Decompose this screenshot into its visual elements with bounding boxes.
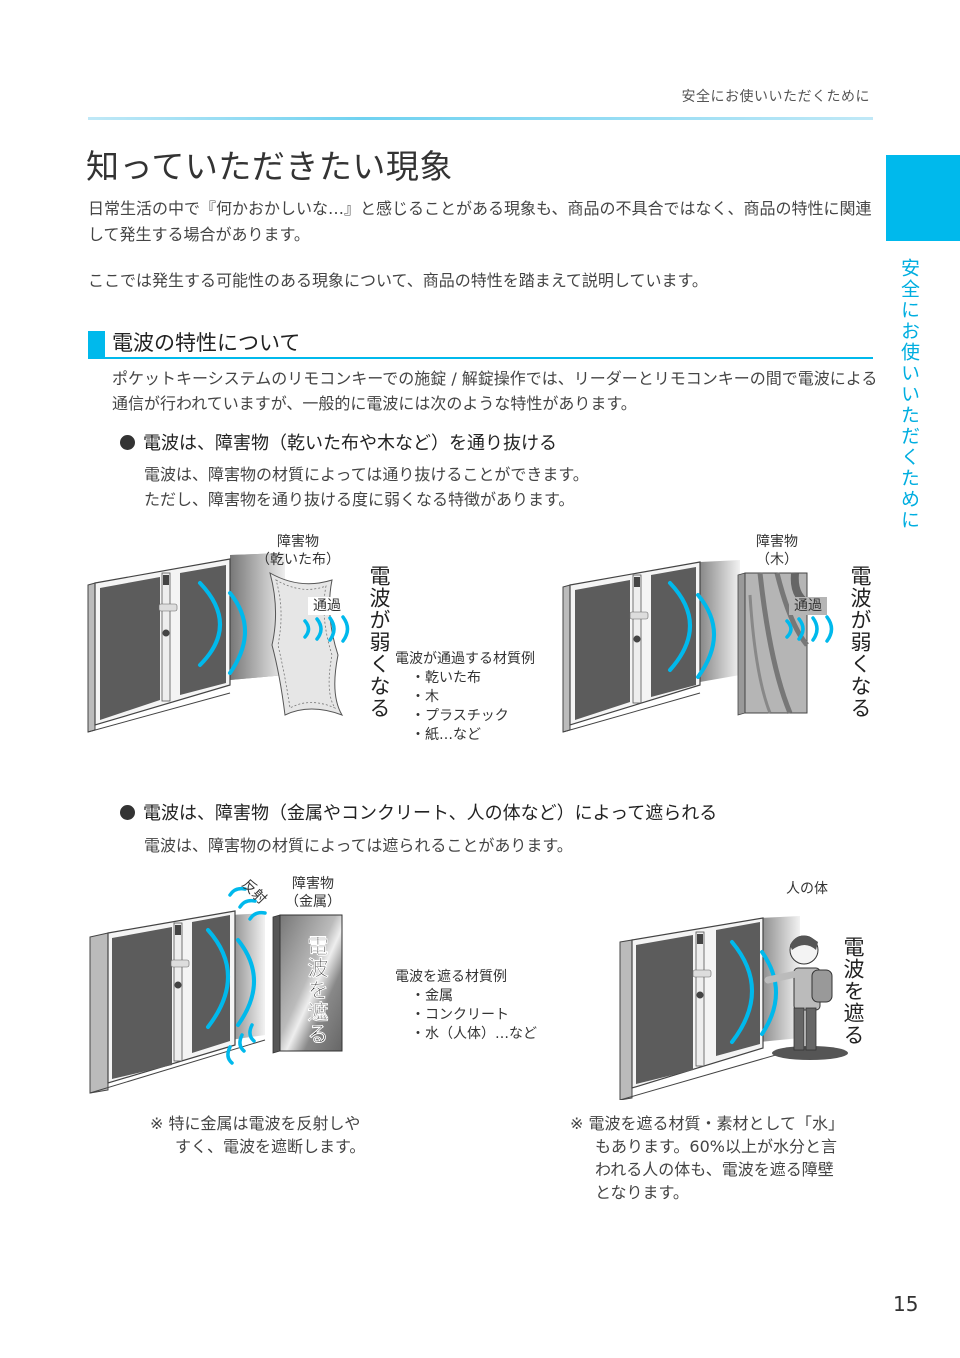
material-item: ・コンクリート <box>411 1007 509 1023</box>
bullet-icon <box>120 805 135 820</box>
section-heading: 電波の特性について <box>88 329 873 359</box>
point-1-text-2: ただし、障害物を通り抜ける度に弱くなる特徴があります。 <box>144 490 575 509</box>
obstacle-label: 障害物 <box>277 534 319 550</box>
obstacle-type: （金属） <box>285 894 341 910</box>
point-2-heading: 電波は、障害物（金属やコンクリート、人の体など）によって遮られる <box>120 799 717 825</box>
bullet-icon <box>120 435 135 450</box>
note-water: ※ 電波を遮る材質・素材として「水」 もあります。60%以上が水分と言 われる人… <box>570 1114 845 1202</box>
door-wood-illustration <box>562 560 834 733</box>
material-item: ・乾いた布 <box>411 670 481 686</box>
page-title: 知っていただきたい現象 <box>86 147 453 186</box>
obstacle-type: （乾いた布） <box>256 552 340 568</box>
door-person-illustration <box>619 916 848 1100</box>
pass-label: 通過 <box>789 597 827 615</box>
figure-cloth: 障害物 （乾いた布） 通過 電波が弱くなる <box>80 525 400 745</box>
point-1-text-1: 電波は、障害物の材質によっては通り抜けることができます。 <box>144 465 589 484</box>
obstacle-label: 障害物 <box>292 876 334 892</box>
result-label: 電波を遮る <box>305 935 329 1045</box>
result-label: 電波を遮る <box>841 936 865 1046</box>
result-label: 電波が弱くなる <box>848 565 872 719</box>
side-tab-label: 安全にお使いいただくために <box>898 258 920 531</box>
block-materials-list: 電波を遮る材質例 ・金属 ・コンクリート ・水（人体）…など <box>395 968 537 1044</box>
materials-title: 電波が通過する材質例 <box>395 651 535 667</box>
material-item: ・木 <box>411 689 439 705</box>
section-title: 電波の特性について <box>112 331 301 355</box>
result-label: 電波が弱くなる <box>367 565 391 719</box>
figure-human-body: 人の体 電波を遮る <box>600 870 880 1100</box>
side-tab-marker <box>886 155 960 241</box>
pass-materials-list: 電波が通過する材質例 ・乾いた布 ・木 ・プラスチック ・紙…など <box>395 650 535 745</box>
material-item: ・プラスチック <box>411 708 509 724</box>
page-number: 15 <box>893 1292 919 1316</box>
note-metal: ※ 特に金属は電波を反射しや すく、電波を遮断します。 <box>150 1114 366 1156</box>
material-item: ・金属 <box>411 988 453 1004</box>
door-metal-illustration <box>89 886 343 1094</box>
material-item: ・水（人体）…など <box>411 1026 537 1042</box>
figure-metal: 障害物 （金属） 反射 電波を遮る <box>80 865 380 1105</box>
materials-title: 電波を遮る材質例 <box>395 969 507 985</box>
door-cloth-illustration <box>87 553 350 733</box>
point-1-heading: 電波は、障害物（乾いた布や木など）を通り抜ける <box>120 429 557 455</box>
point-2-text-1: 電波は、障害物の材質によっては遮られることがあります。 <box>144 836 573 855</box>
figure-wood: 障害物 （木） 通過 電波が弱くなる <box>555 525 885 745</box>
obstacle-label: 人の体 <box>786 881 828 897</box>
intro-paragraph-2: ここでは発生する可能性のある現象について、商品の特性を踏まえて説明しています。 <box>88 271 708 290</box>
section-description: ポケットキーシステムのリモコンキーでの施錠 / 解錠操作では、リーダーとリモコン… <box>112 369 878 413</box>
intro-paragraph-1: 日常生活の中で『何かおかしいな…』と感じることがある現象も、商品の不具合ではなく… <box>88 199 872 244</box>
obstacle-label: 障害物 <box>756 534 798 550</box>
obstacle-type: （木） <box>756 552 798 568</box>
material-item: ・紙…など <box>411 727 481 743</box>
header-divider <box>88 117 873 120</box>
pass-label: 通過 <box>308 597 346 615</box>
section-marker <box>88 331 105 357</box>
running-header: 安全にお使いいただくために <box>681 89 870 105</box>
